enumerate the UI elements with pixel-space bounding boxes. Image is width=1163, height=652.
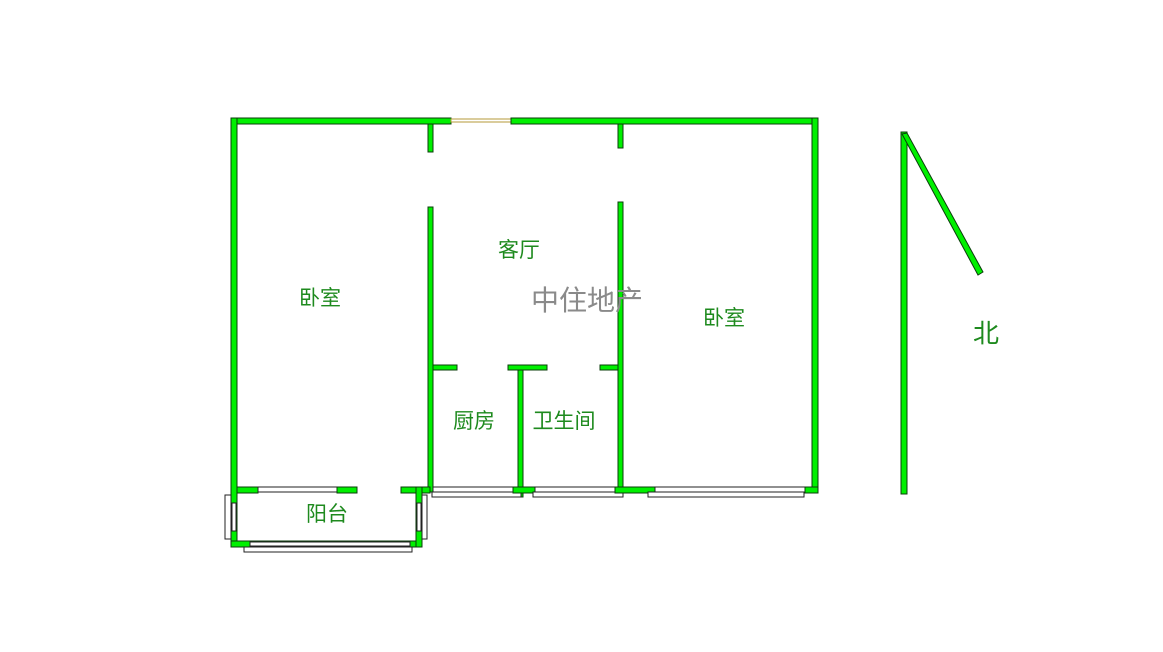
window (249, 541, 411, 547)
wall-interior-right (617, 201, 624, 493)
window (432, 486, 514, 493)
wall-top-left (230, 117, 452, 125)
window-sill (431, 491, 522, 498)
room-label-bedroom-left: 卧室 (299, 286, 341, 310)
wall-stub (617, 123, 624, 149)
room-label-balcony: 阳台 (306, 502, 348, 526)
window (416, 502, 422, 532)
north-arrow-icon (900, 131, 984, 495)
window-sill (243, 546, 413, 553)
wall-left (230, 117, 238, 548)
window-sill (532, 491, 624, 498)
window (534, 486, 616, 493)
wall-bath (599, 364, 619, 371)
wall-interior-left (427, 206, 434, 493)
window-sill (224, 494, 232, 540)
walls (224, 117, 819, 553)
watermark: 中住地产 (530, 284, 644, 317)
entrance-door (450, 118, 512, 123)
wall-bath (507, 364, 548, 371)
window (257, 486, 339, 493)
window-sill (421, 494, 428, 540)
room-label-living-room: 客厅 (498, 238, 540, 262)
wall-top-right (510, 117, 819, 125)
window-sill (647, 491, 805, 498)
wall-bottom (236, 486, 259, 494)
window (231, 502, 237, 532)
room-label-bathroom: 卫生间 (532, 409, 596, 433)
room-label-kitchen: 厨房 (453, 409, 495, 433)
wall-kitchen-bath (517, 369, 524, 498)
wall-right (811, 117, 819, 493)
wall-bottom (336, 486, 358, 494)
wall-stub (427, 123, 434, 153)
compass-north-label: 北 (972, 319, 1000, 350)
wall-kitchen (432, 364, 458, 371)
wall-bottom (512, 486, 536, 494)
window (654, 486, 806, 493)
wall-bottom (804, 486, 819, 494)
room-label-bedroom-right: 卧室 (703, 306, 745, 330)
